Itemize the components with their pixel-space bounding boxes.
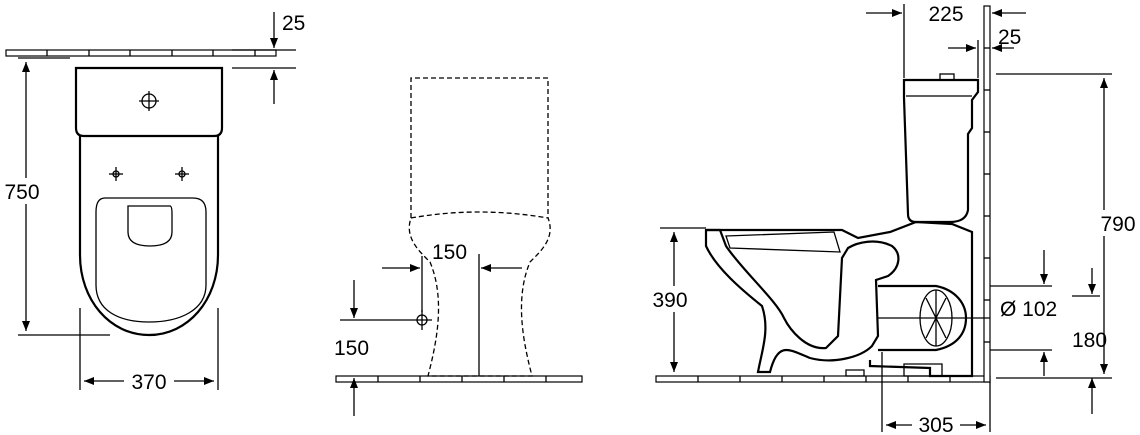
dimension-label: 390 — [652, 289, 687, 312]
dimension-label: 750 — [4, 181, 39, 204]
dimension-label: 225 — [928, 3, 963, 26]
dimension-total-height: 790 — [996, 73, 1138, 414]
dimension-label: Ø 102 — [1000, 298, 1057, 321]
dimension-label: 180 — [1072, 329, 1107, 352]
fixing-hole-icon — [175, 167, 189, 181]
top-view-seat — [95, 197, 207, 323]
front-view-floor — [335, 375, 583, 383]
dimension-wall-offset: 25 — [232, 12, 305, 104]
flush-button-icon — [139, 91, 159, 111]
dimension-depth: 750 — [0, 57, 110, 336]
dimension-outlet-distance: 305 — [881, 352, 991, 435]
dimension-outlet-height: 150 — [334, 280, 412, 416]
dimension-label: 370 — [131, 371, 166, 394]
top-view-cistern — [74, 66, 224, 138]
dimension-outlet-diameter: Ø 102 — [990, 250, 1057, 376]
side-view-bowl — [704, 228, 900, 374]
side-view-rim — [706, 220, 974, 378]
top-view-wall — [5, 49, 277, 57]
top-view: 750 25 370 — [0, 12, 305, 394]
fixing-hole-icon — [109, 167, 123, 181]
side-view-outlet — [878, 284, 990, 352]
outlet-center-icon — [412, 310, 432, 330]
top-view-seat-hinge — [127, 205, 173, 247]
dimension-label: 25 — [282, 12, 305, 35]
top-view-bowl — [78, 136, 220, 337]
dimension-label: 150 — [334, 337, 369, 360]
dimension-outlet-height: 180 — [1072, 268, 1107, 352]
dimension-label: 25 — [998, 26, 1021, 49]
dimension-label: 150 — [432, 241, 467, 264]
front-view-pedestal — [408, 211, 551, 377]
side-view-cistern — [902, 78, 980, 224]
dimension-wall-gap: 25 — [948, 26, 1021, 78]
dimension-label: 790 — [1100, 213, 1135, 236]
side-view: 225 25 790 390 — [646, 3, 1138, 435]
front-view: 150 150 — [334, 77, 583, 416]
dimension-width: 370 — [79, 308, 219, 394]
front-view-cistern — [410, 77, 549, 218]
dimension-label: 305 — [918, 414, 953, 435]
dimension-seat-height: 390 — [646, 227, 706, 372]
dimension-outlet-center-x: 150 — [382, 241, 522, 376]
dimension-cistern-depth: 225 — [866, 3, 1026, 78]
side-view-wall — [983, 5, 991, 383]
